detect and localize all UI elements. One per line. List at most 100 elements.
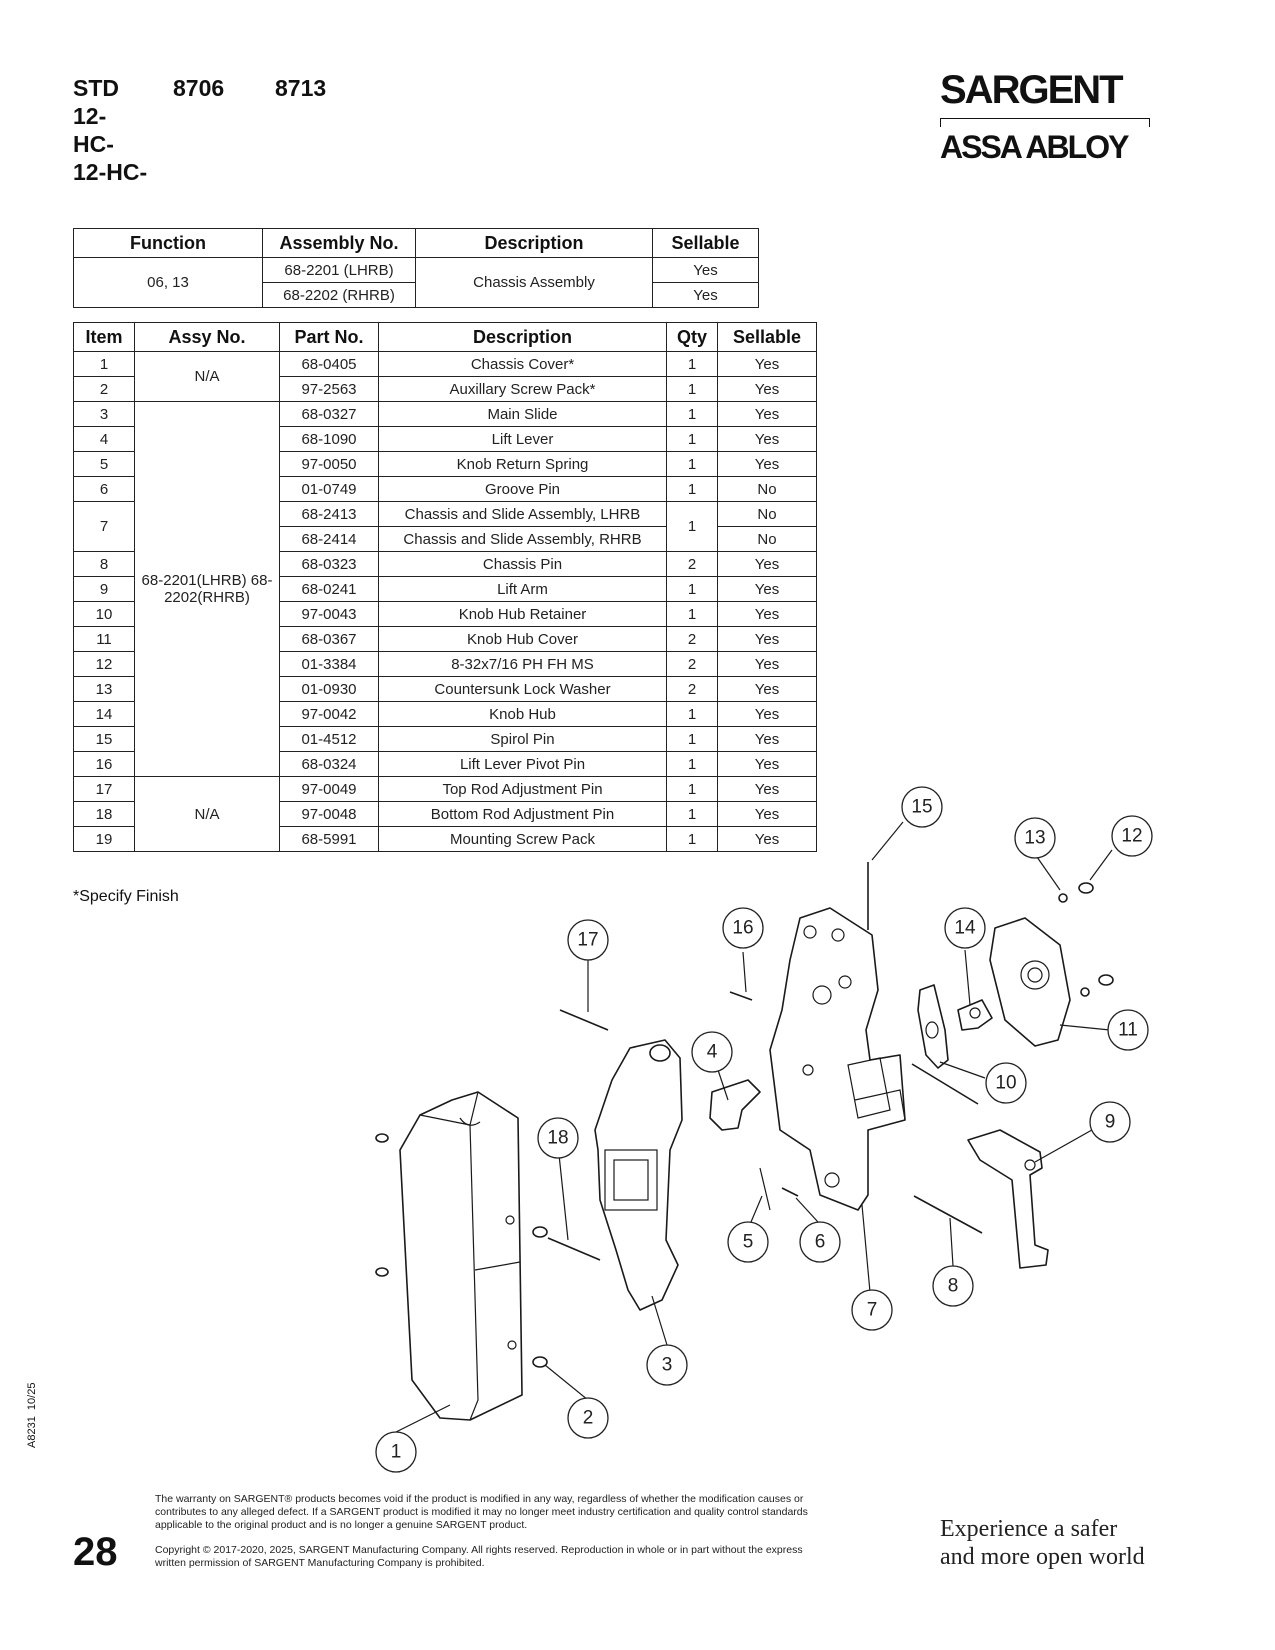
cell-sellable: Yes: [717, 426, 817, 452]
svg-text:5: 5: [743, 1232, 754, 1253]
callout-5: 5: [727, 1221, 769, 1263]
svg-text:12: 12: [1121, 826, 1142, 847]
svg-text:4: 4: [707, 1042, 718, 1063]
top-rod-pin: [559, 1009, 609, 1031]
cell-qty: 1: [666, 826, 718, 852]
cell-item: 9: [73, 576, 135, 602]
cell-description: Auxillary Screw Pack*: [378, 376, 667, 402]
cell-part-no: 68-0367: [279, 626, 379, 652]
cell-qty: 1: [666, 576, 718, 602]
cell-part-no: 97-0048: [279, 801, 379, 827]
cell-item: 19: [73, 826, 135, 852]
cell-part-no: 68-0323: [279, 551, 379, 577]
cell-description: Bottom Rod Adjustment Pin: [378, 801, 667, 827]
screw-12b: [1098, 974, 1114, 986]
document-code: A8231 10/25: [26, 1382, 38, 1448]
assembly-sellable-2: Yes: [652, 282, 759, 308]
callout-18: 18: [537, 1117, 579, 1159]
cell-description: Spirol Pin: [378, 726, 667, 752]
svg-text:18: 18: [547, 1128, 568, 1149]
cell-assy-no: N/A: [134, 351, 280, 402]
lock-washer-13b: [1080, 987, 1090, 997]
cell-description: Knob Hub Cover: [378, 626, 667, 652]
cell-qty: 2: [666, 676, 718, 702]
cell-sellable: Yes: [717, 751, 817, 777]
svg-text:13: 13: [1024, 828, 1045, 849]
svg-text:1: 1: [391, 1442, 402, 1463]
svg-text:2: 2: [583, 1408, 594, 1429]
cell-part-no: 97-0050: [279, 451, 379, 477]
cell-sellable: Yes: [717, 576, 817, 602]
cell-item: 12: [73, 651, 135, 677]
cell-sellable: Yes: [717, 701, 817, 727]
specify-finish-note: *Specify Finish: [73, 888, 179, 905]
cell-description: Lift Arm: [378, 576, 667, 602]
assembly-table: Function Assembly No. Description Sellab…: [73, 228, 759, 308]
cell-item: 15: [73, 726, 135, 752]
knob-hub-retainer: [917, 984, 949, 1069]
groove-pin: [781, 1187, 799, 1197]
model-std: STD: [73, 75, 119, 101]
parts-table: Item Assy No. Part No. Description Qty S…: [73, 322, 817, 852]
assa-abloy-logo: ASSA ABLOY: [940, 129, 1129, 165]
model-8706: 8706: [173, 75, 225, 101]
assembly-description: Chassis Assembly: [415, 257, 653, 308]
cell-assy-no: 68-2201(LHRB) 68-2202(RHRB): [134, 401, 280, 777]
cell-qty: 2: [666, 626, 718, 652]
svg-text:8: 8: [948, 1276, 959, 1297]
callout-13: 13: [1014, 817, 1056, 859]
chassis-pin-lower: [913, 1195, 983, 1234]
callout-12: 12: [1111, 815, 1153, 857]
callout-15: 15: [901, 786, 943, 828]
cover-screws: [375, 1133, 548, 1368]
cell-part-no: 68-0241: [279, 576, 379, 602]
callout-3: 3: [646, 1344, 688, 1386]
cell-sellable: Yes: [717, 776, 817, 802]
lift-lever-pivot-pin: [729, 991, 753, 1001]
cell-part-no: 01-3384: [279, 651, 379, 677]
chassis-cover: [399, 1091, 523, 1421]
cell-description: Chassis and Slide Assembly, LHRB: [378, 501, 667, 527]
col-item: Item: [73, 322, 135, 352]
model-12: 12-: [73, 103, 107, 129]
cell-item: 4: [73, 426, 135, 452]
cell-qty: 1: [666, 376, 718, 402]
cell-part-no: 68-2414: [279, 526, 379, 552]
leader-lines: [395, 821, 1113, 1433]
svg-text:9: 9: [1105, 1112, 1116, 1133]
callout-8: 8: [932, 1265, 974, 1307]
assembly-sellable-1: Yes: [652, 257, 759, 283]
tagline-line-1: Experience a safer: [940, 1516, 1118, 1542]
lift-arm: [967, 1129, 1049, 1269]
svg-text:3: 3: [662, 1355, 673, 1376]
cell-description: Mounting Screw Pack: [378, 826, 667, 852]
model-hc: HC-: [73, 131, 114, 157]
knob-hub-cover: [989, 917, 1071, 1047]
callout-9: 9: [1089, 1101, 1131, 1143]
cell-item: 14: [73, 701, 135, 727]
cell-sellable: Yes: [717, 551, 817, 577]
brand-logo: SARGENT ASSA ABLOY: [940, 68, 1150, 165]
col-sellable: Sellable: [652, 228, 759, 258]
tagline-line-2: and more open world: [940, 1544, 1145, 1570]
screw-12: [1078, 882, 1094, 894]
cell-description: Groove Pin: [378, 476, 667, 502]
callout-4: 4: [691, 1031, 733, 1073]
cell-qty: 1: [666, 451, 718, 477]
cell-description: Knob Return Spring: [378, 451, 667, 477]
col-function: Function: [73, 228, 263, 258]
callouts: 1 2 3 4 5 6 7 8 9 10 11 12 13 14 15 16 1…: [375, 786, 1153, 1473]
cell-part-no: 68-0327: [279, 401, 379, 427]
